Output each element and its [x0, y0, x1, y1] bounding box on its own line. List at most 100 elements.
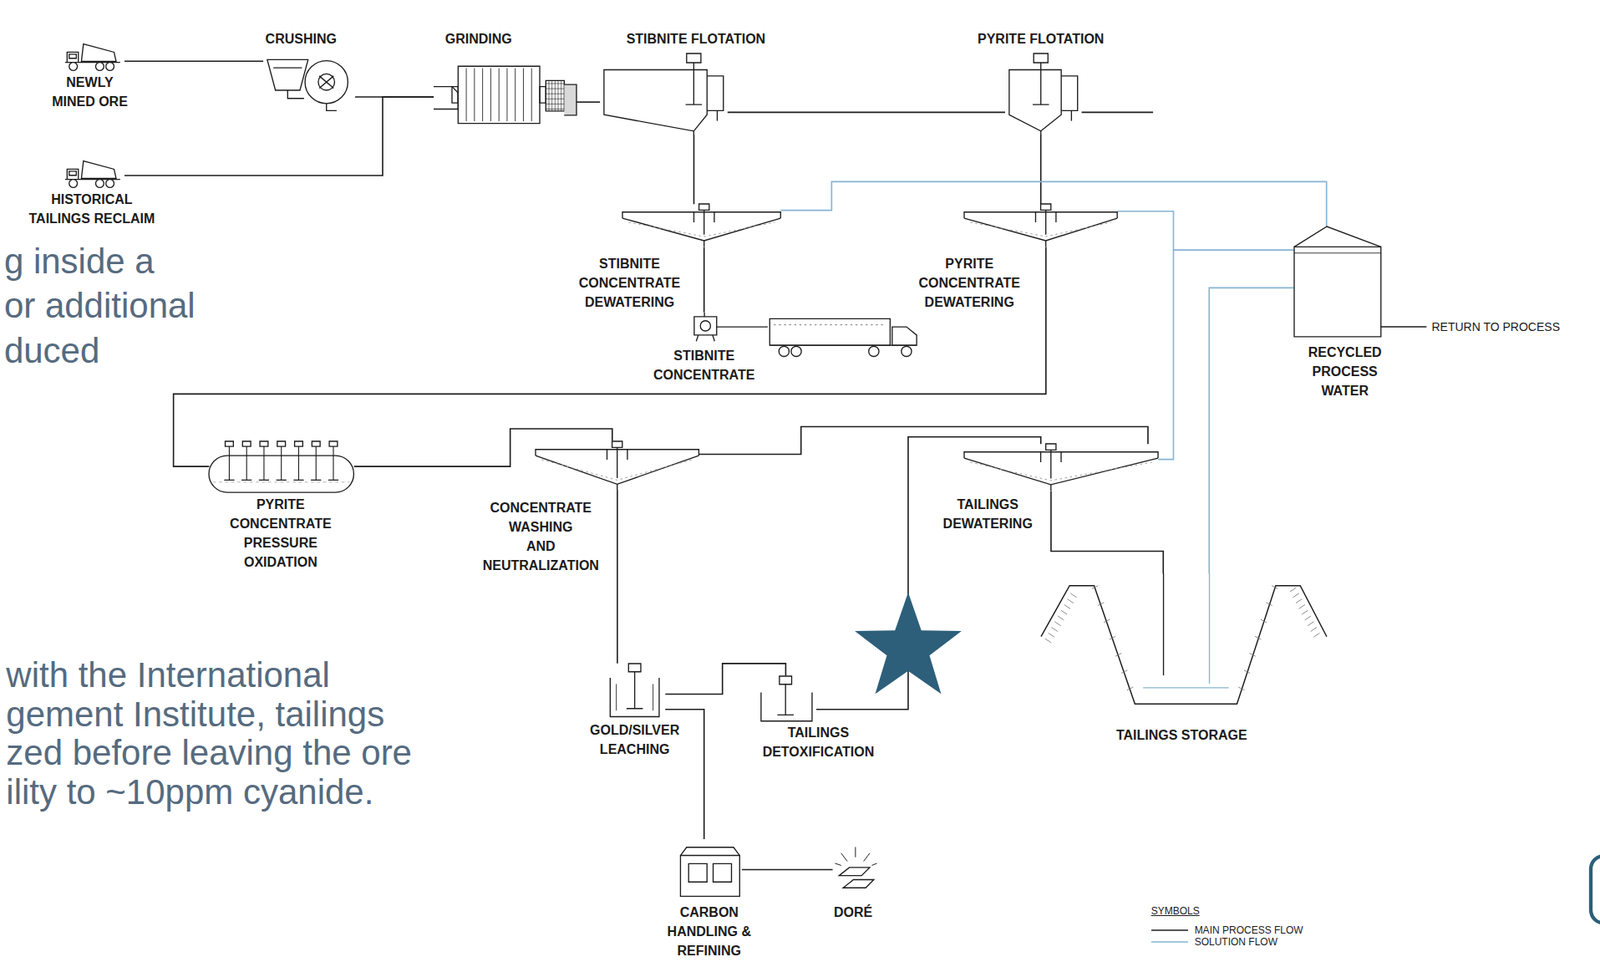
- thickener-texture: [970, 462, 1152, 481]
- slide-text: gement Institute, tailings: [5, 694, 385, 735]
- thickener-cone: [622, 218, 781, 241]
- process-flow-line: [616, 489, 619, 664]
- icon-stroke: [713, 863, 732, 882]
- agitator-motor: [329, 441, 338, 447]
- unit-label: STIBNITE CONCENTRATE: [651, 345, 757, 385]
- icon-stroke: [452, 86, 458, 104]
- dore-bar: [843, 879, 874, 889]
- wheel: [778, 345, 789, 356]
- wheel: [868, 345, 879, 356]
- icon-stroke: [319, 75, 334, 88]
- crusher-hopper: [267, 59, 309, 91]
- crusher-icon: [263, 53, 356, 117]
- unit-label: CRUSHING: [265, 29, 337, 49]
- tailings-pit: [1041, 585, 1327, 705]
- icon-stroke: [626, 671, 644, 709]
- star-marker: [854, 592, 962, 695]
- solution-flow-line: [1117, 211, 1294, 250]
- unit-label: TAILINGS DEWATERING: [940, 494, 1035, 534]
- truck-cab: [891, 326, 916, 346]
- process-flow-line: [693, 134, 696, 204]
- drive-head: [1046, 443, 1057, 450]
- process-flow-line: [699, 426, 1148, 455]
- agitator-motor: [259, 441, 269, 447]
- truck-bed: [81, 44, 117, 62]
- legend-entry: MAIN PROCESS FLOW: [1151, 924, 1304, 936]
- berm-hatch: [1045, 585, 1321, 691]
- logo-fragment: [1590, 855, 1600, 924]
- wheel: [96, 61, 105, 71]
- grinding-mill: GRINDING: [433, 55, 577, 130]
- slide-text: with the International: [5, 655, 331, 696]
- tailings-facility: TAILINGS STORAGE: [1041, 573, 1327, 717]
- icon-stroke: [693, 210, 714, 235]
- detox-icon: [756, 675, 817, 722]
- tailings-outflow-line: [1081, 111, 1154, 114]
- process-flow-line: [1040, 134, 1042, 204]
- icon-stroke: [69, 54, 77, 59]
- agitator-motor: [243, 441, 252, 447]
- process-flow-line: [124, 96, 434, 176]
- unit-label: PYRITE CONCENTRATE PRESSURE OXIDATION: [228, 494, 334, 572]
- process-flow-line: [124, 60, 264, 62]
- wheel: [791, 345, 802, 356]
- icon-stroke: [680, 847, 741, 856]
- process-flow-line: [576, 101, 600, 103]
- legend-line: [1151, 940, 1189, 943]
- thickener: STIBNITE CONCENTRATE DEWATERING: [622, 203, 781, 247]
- ore-truck: NEWLY MINED ORE: [60, 40, 125, 72]
- icon-stroke: [773, 324, 886, 326]
- dore-bar: [838, 867, 870, 876]
- slide-text: g inside a: [4, 241, 155, 282]
- icon-stroke: [287, 89, 305, 98]
- process-flow-line: [1051, 490, 1164, 574]
- thickener-rim: [622, 212, 781, 219]
- legend-sample: [1151, 925, 1190, 935]
- agitator: [224, 446, 340, 480]
- thick-icon: [964, 443, 1159, 491]
- agitator-motor: [312, 441, 321, 447]
- legend-sample: [1151, 937, 1190, 946]
- thickener: TAILINGS DEWATERING: [964, 443, 1159, 491]
- autoclave-icon: [208, 441, 354, 493]
- trailer: [769, 318, 890, 346]
- wheel: [69, 61, 78, 71]
- process-flow-line: [727, 111, 1006, 114]
- legend-heading: SYMBOLS: [1151, 905, 1200, 918]
- process-flow-line: [173, 247, 1047, 468]
- detox-tank: TAILINGS DETOXIFICATION: [756, 675, 817, 722]
- flow-note: RETURN TO PROCESS: [1431, 320, 1560, 334]
- slide-text: ility to ~10ppm cyanide.: [5, 772, 374, 813]
- process-flow-line: [354, 428, 613, 467]
- process-flow-line: [703, 247, 706, 313]
- mill-icon: [433, 55, 577, 130]
- truck-cab: [67, 169, 79, 180]
- icon-stroke: [326, 102, 337, 111]
- carbon-building: [680, 854, 741, 896]
- unit-label: PYRITE FLOTATION: [977, 29, 1104, 49]
- drive-head: [1041, 203, 1052, 210]
- unit-label: CARBON HANDLING & REFINING: [665, 902, 753, 960]
- wheel: [106, 61, 115, 71]
- tank-icon: [1294, 226, 1382, 337]
- wheel: [69, 179, 78, 188]
- icon-stroke: [213, 481, 351, 483]
- solution-flow-line: [1208, 287, 1294, 574]
- agitator-motor: [686, 53, 701, 63]
- unit-label: GOLD/SILVER LEACHING: [588, 720, 682, 759]
- truck-bed: [81, 161, 117, 179]
- drive-head: [612, 441, 623, 447]
- dore-bars: DORÉ: [833, 844, 879, 890]
- process-flow-line: [665, 663, 786, 695]
- unit-label: TAILINGS DETOXIFICATION: [760, 722, 876, 762]
- wheel: [106, 179, 115, 188]
- truck-icon: [60, 157, 125, 189]
- leach-icon: [604, 663, 666, 717]
- thickener-texture: [970, 222, 1112, 237]
- return-line: [1380, 325, 1427, 328]
- mill-drum: [457, 66, 540, 123]
- process-flow-line: [741, 868, 834, 871]
